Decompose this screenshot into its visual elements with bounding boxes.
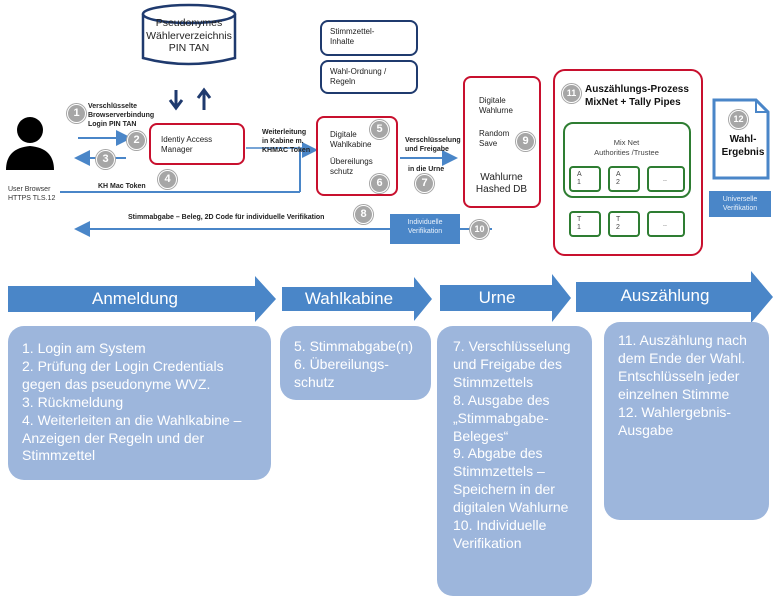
step-circle-10: 10	[470, 220, 489, 239]
step-circle-2: 2	[127, 131, 146, 150]
step-circle-12: 12	[729, 110, 748, 129]
phase-title-auszaehlung: Auszählung	[620, 286, 710, 305]
step-circle-7: 7	[415, 174, 434, 193]
phase-title-wahlkabine: Wahlkabine	[304, 289, 394, 308]
edge-label-kh-mac-token: KH Mac Token	[98, 183, 146, 190]
phase-arrow-auszaehlung	[576, 271, 773, 323]
arrow-down-icon	[168, 90, 184, 111]
step-circle-1: 1	[67, 104, 86, 123]
pseudonym-db-label: Pseudonymes Wählerverzeichnis PIN TAN	[146, 17, 232, 55]
step-circle-5: 5	[370, 120, 389, 139]
wahl-ordnung-box: Wahl-Ordnung / Regeln	[320, 60, 418, 94]
wahlurne-hashed-db-label: Wahlurne Hashed DB	[475, 172, 528, 195]
document-icon	[712, 98, 770, 180]
phase-arrow-wahlkabine	[282, 277, 432, 321]
user-browser-label: User Browser HTTPS TLS.12	[8, 186, 56, 202]
phase-arrow-urne	[440, 274, 571, 322]
identity-access-manager-box: Identiy Access Manager	[149, 123, 245, 165]
step-circle-3: 3	[96, 150, 115, 169]
arrow-up-icon	[196, 87, 212, 110]
trustee-more-box: ..	[647, 211, 685, 237]
panel-auszaehlung: 11. Auszählung nach dem Ende der Wahl. E…	[604, 322, 769, 520]
panel-anmeldung: 1. Login am System 2. Prüfung der Login …	[8, 326, 271, 480]
edge-label-in-die-urne: in die Urne	[408, 166, 445, 173]
authority-more-box: ..	[647, 166, 685, 192]
phase-title-anmeldung: Anmeldung	[91, 289, 178, 308]
edge-label-stimmabgabe-beleg: Stimmabgabe – Beleg, 2D Code für individ…	[128, 214, 325, 221]
edge-label-verschluesselte: Verschlüsselte Browserverbindung Login P…	[88, 103, 155, 128]
step-circle-9: 9	[516, 132, 535, 151]
phase-title-urne: Urne	[478, 288, 516, 307]
step-circle-8: 8	[354, 205, 373, 224]
step-circle-4: 4	[158, 170, 177, 189]
auszaehlungs-prozess-title: Auszählungs-Prozess MixNet + Tally Pipes	[585, 84, 689, 108]
phase-arrow-anmeldung	[8, 276, 276, 322]
universelle-verifikation-label: Universelle Verifikation	[709, 191, 771, 217]
edge-label-verschluesselung: Verschlüsselung und Freigabe	[405, 137, 461, 153]
panel-urne: 7. Verschlüsselung und Freigabe des Stim…	[437, 326, 592, 596]
step-circle-11: 11	[562, 84, 581, 103]
edge-label-weiterleitung: Weiterleitung in Kabine m. KHMAC Token	[262, 129, 311, 154]
stimmzettel-inhalte-box: Stimmzettel- Inhalte	[320, 20, 418, 56]
step-circle-6: 6	[370, 174, 389, 193]
panel-wahlkabine: 5. Stimmabgabe(n) 6. Übereilungs-schutz	[280, 326, 431, 400]
database-icon	[141, 3, 237, 66]
individuelle-verifikation-label: Individuelle Verifikation	[390, 214, 460, 244]
user-icon	[6, 117, 54, 170]
wahl-ergebnis-label: Wahl- Ergebnis	[721, 134, 765, 158]
mixnet-label: Mix Net Authorities /Trustee	[594, 138, 659, 157]
